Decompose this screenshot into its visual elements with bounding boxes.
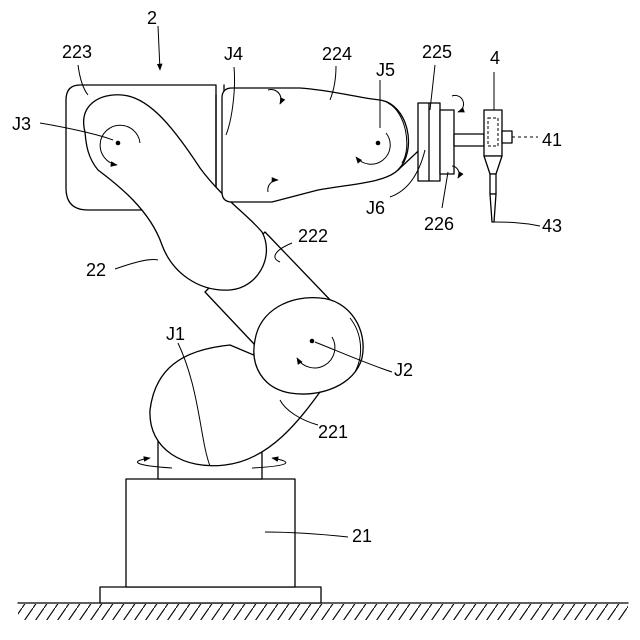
label-223: 223 <box>62 42 92 62</box>
label-j6: J6 <box>366 198 385 218</box>
label-21: 21 <box>352 526 372 546</box>
label-j1: J1 <box>166 324 185 344</box>
label-221: 221 <box>318 422 348 442</box>
label-robot: 2 <box>147 8 157 28</box>
label-j2: J2 <box>394 360 413 380</box>
label-j4: J4 <box>224 44 243 64</box>
label-43: 43 <box>542 216 562 236</box>
label-22: 22 <box>86 260 106 280</box>
label-226: 226 <box>424 214 454 234</box>
label-4: 4 <box>490 48 500 68</box>
label-224: 224 <box>322 44 352 64</box>
label-222: 222 <box>298 226 328 246</box>
wrist-flanges <box>418 103 454 181</box>
label-j5: J5 <box>376 60 395 80</box>
label-41: 41 <box>542 130 562 150</box>
ground <box>18 603 628 620</box>
label-j3: J3 <box>12 114 31 134</box>
link-224 <box>222 88 408 202</box>
end-effector <box>454 110 538 222</box>
joint-2-housing <box>254 298 363 394</box>
label-225: 225 <box>422 42 452 62</box>
